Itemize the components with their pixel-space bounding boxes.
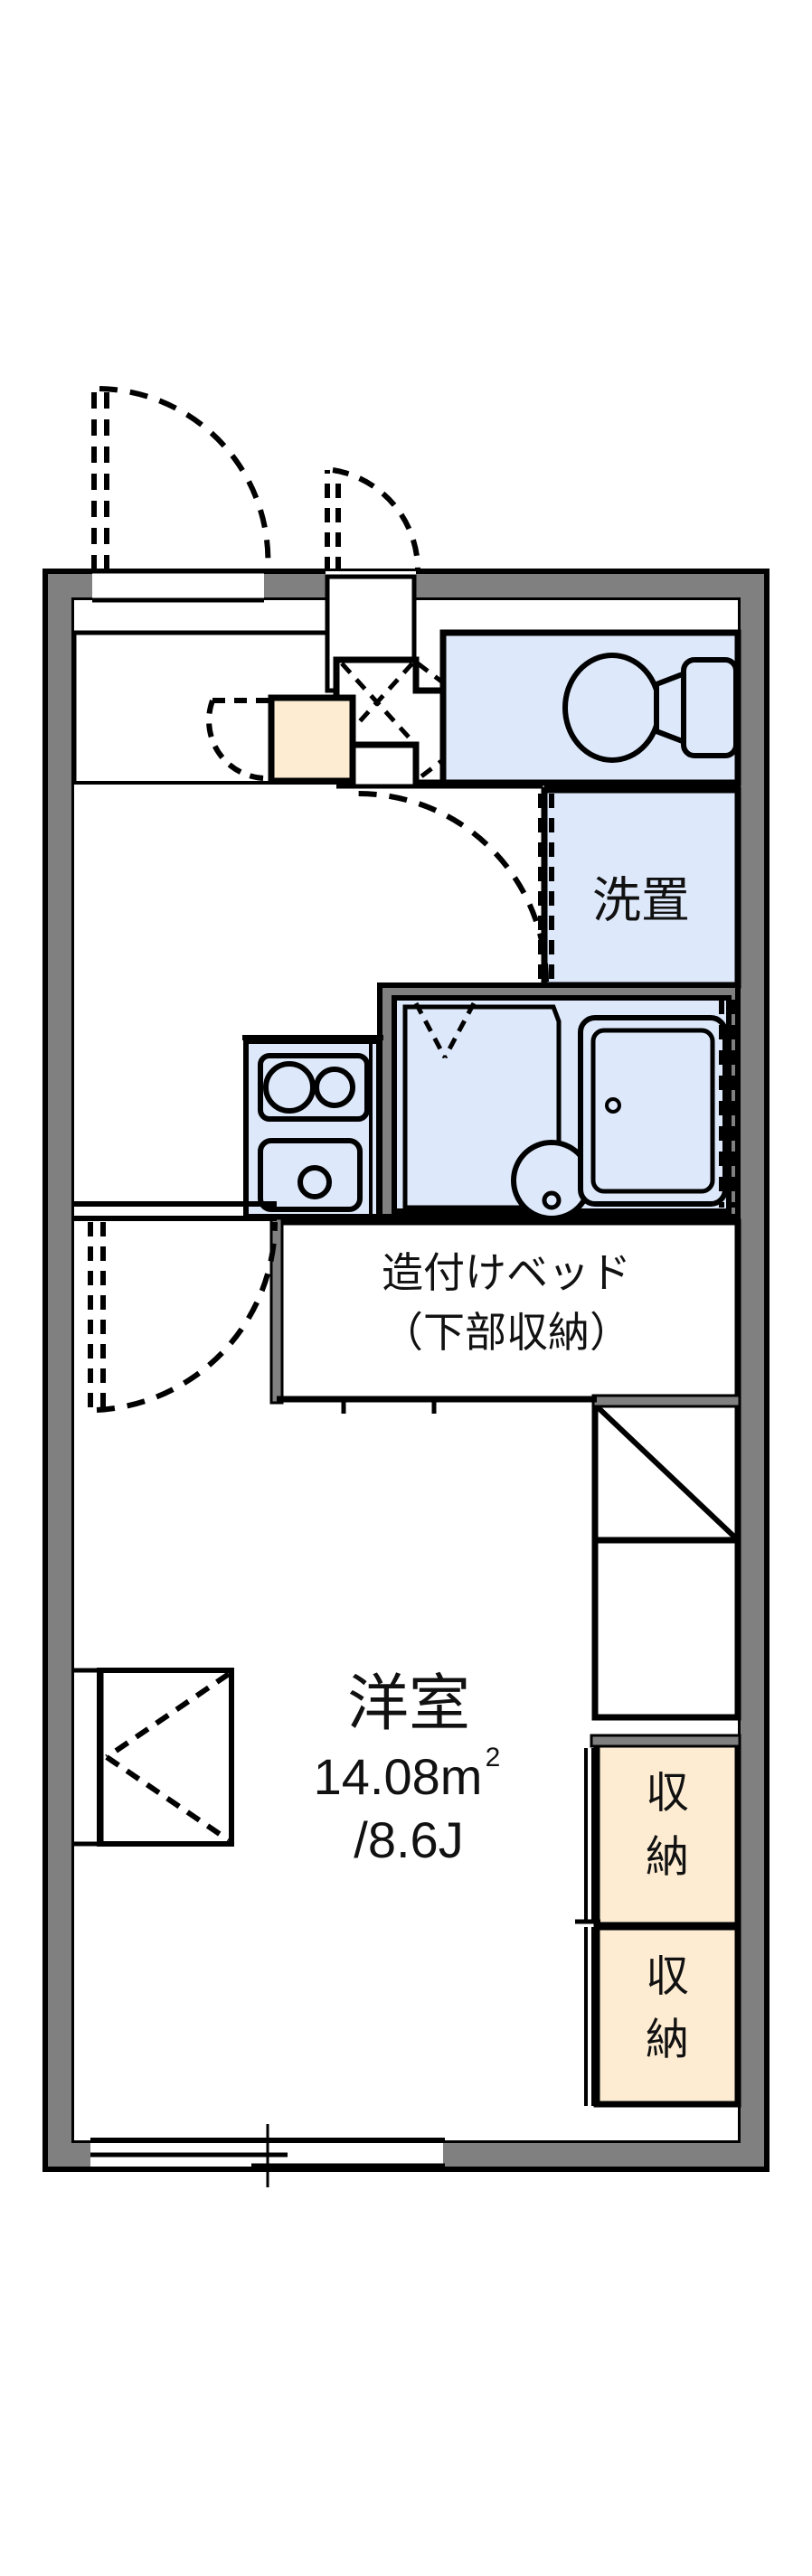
bath-door[interactable] [336, 784, 554, 982]
stair-closet-lower [591, 1537, 741, 1721]
bath-window-marks [719, 1000, 735, 1208]
kitchen-counter [242, 1035, 383, 1219]
hall-room-door[interactable] [74, 1201, 279, 1413]
stair-closet[interactable] [591, 1399, 741, 1721]
closet-upper[interactable]: 収 納 [575, 1741, 741, 1929]
closet-lower-body [593, 1923, 741, 2108]
left-window-swing-marks [105, 1671, 231, 1843]
bottom-window[interactable] [90, 2124, 445, 2187]
bathtub-drain [605, 1097, 621, 1114]
shoe-box-swing-arc [206, 699, 271, 782]
entrance-door-swing-arc [99, 386, 271, 572]
built-in-bed-label-line1: 造付けベッド [382, 1249, 631, 1296]
closet-lower-label-char1: 収 [646, 1953, 689, 2001]
hall-room-door-swing-arc [96, 1221, 279, 1413]
closet-upper-label-char2: 納 [646, 1834, 689, 1882]
toilet-bowl [562, 653, 662, 763]
shoe-box-body [268, 694, 356, 785]
built-in-bed-area: 造付けベッド （下部収納） [269, 1217, 741, 1405]
closet-lower[interactable]: 収 納 [584, 1923, 741, 2108]
main-room-area-superscript: 2 [486, 1743, 501, 1772]
shoe-box[interactable] [206, 694, 356, 785]
main-room-label-group: 洋室 14.08m 2 /8.6J [314, 1669, 501, 1868]
stove-burner-small [314, 1067, 355, 1108]
bathtub-inner [590, 1028, 715, 1194]
laundry-space: 洗置 [541, 786, 741, 989]
main-room-area: 14.08m [314, 1748, 483, 1805]
bath-door-swing-arc [357, 791, 549, 982]
toilet-tank [681, 657, 739, 758]
stove-burner-large [263, 1061, 316, 1114]
closet-lower-label-char2: 納 [646, 2017, 689, 2064]
meter-box-swing-arc [332, 467, 421, 572]
left-window-frame [97, 1668, 234, 1847]
built-in-bed-label-line2: （下部収納） [382, 1309, 631, 1356]
left-window[interactable] [74, 1668, 234, 1847]
toilet-room [439, 629, 741, 786]
entrance-door[interactable] [91, 386, 271, 603]
laundry-label: 洗置 [592, 873, 690, 927]
stair-diagonal [594, 1404, 739, 1541]
bath-door-fold-marks [413, 1001, 477, 1059]
laundry-floor [541, 786, 741, 989]
closet-upper-label-char1: 収 [646, 1770, 689, 1818]
main-room-name: 洋室 [347, 1669, 470, 1738]
unit-bath [377, 982, 741, 1221]
main-room-tatami: /8.6J [354, 1811, 463, 1868]
kitchen-sink-drain [297, 1165, 332, 1199]
interior-partitions [277, 784, 741, 1748]
